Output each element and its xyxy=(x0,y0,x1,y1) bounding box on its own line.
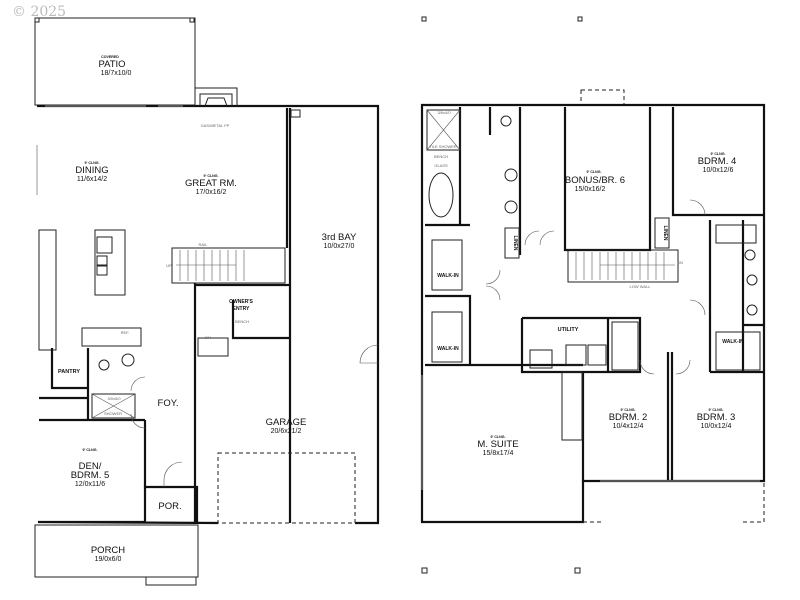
utility-walls xyxy=(520,316,642,374)
walk-in-label: WALK-IN xyxy=(437,346,459,352)
closet xyxy=(561,371,583,441)
up-label: UP xyxy=(166,263,172,268)
walk-in-label: WALK-IN xyxy=(437,273,459,279)
fireplace xyxy=(194,87,238,107)
ref-label: REF. xyxy=(121,330,130,335)
tile-shower xyxy=(426,109,461,151)
porch-dimensions: 19/0x6/0 xyxy=(95,556,122,563)
bedroom-walls xyxy=(581,352,764,481)
hall-bath-walls xyxy=(708,220,764,372)
bedroom-4-dimensions: 10/0x12/6 xyxy=(703,167,734,174)
down-label: DN xyxy=(677,260,683,265)
upper-floor-plan: 3/6x4/0 TILE SHOWER BENCH GLASS 9' CLNG.… xyxy=(420,16,766,574)
bedroom-4-label: BDRM. 4 xyxy=(698,156,737,167)
great-room-label: GREAT RM. xyxy=(185,178,237,189)
ceiling-note: 9' CLNG. xyxy=(490,435,505,439)
garage-dimensions: 20/6x21/2 xyxy=(271,428,302,435)
porch-label: PORCH xyxy=(91,545,125,556)
ceiling-note: 9' CLNG. xyxy=(620,408,635,412)
ceiling-note: 9' CLNG. xyxy=(82,448,97,452)
stairs xyxy=(567,249,679,283)
garage-door xyxy=(217,452,356,524)
ceiling-note: 9' CLNG. xyxy=(708,408,723,412)
garage-side-door xyxy=(359,344,379,364)
foyer-label: FOY. xyxy=(158,398,179,409)
garage-wall xyxy=(285,108,292,523)
low-wall-label: LOW WALL xyxy=(630,284,652,289)
third-bay-dimensions: 10/0x27/0 xyxy=(324,243,355,250)
walk-in-label: WALK-IN xyxy=(722,339,744,345)
bedroom-2-label: BDRM. 2 xyxy=(609,412,648,423)
walk-in-closet xyxy=(431,239,463,291)
master-suite-dimensions: 15/8x17/4 xyxy=(483,450,514,457)
patio-label: PATIO xyxy=(98,59,125,70)
ceiling-note: 9' CLNG. xyxy=(84,161,99,165)
shower-size: 3/0x5/0 xyxy=(107,396,121,401)
linen-closet xyxy=(504,227,520,259)
bedroom-3-dimensions: 10/0x12/4 xyxy=(701,423,732,430)
master-bath-walls xyxy=(425,107,583,367)
owners-entry-walls xyxy=(193,283,290,523)
pantry-bath-walls xyxy=(39,348,147,487)
tile-shower-size: 3/6x4/0 xyxy=(437,110,451,115)
refrigerator-cabinets xyxy=(81,327,142,347)
walk-in-closet xyxy=(715,331,761,371)
fireplace-label: GAS/METAL FP xyxy=(201,123,230,128)
third-bay-label: 3rd BAY xyxy=(322,232,357,243)
patio-dimensions: 18/7x10/0 xyxy=(101,70,132,77)
bedroom-3-label: BDRM. 3 xyxy=(697,412,736,423)
toilet xyxy=(98,359,110,371)
por-label: POR. xyxy=(158,501,181,512)
down-label: DN xyxy=(205,335,211,340)
den-dimensions: 12/0x11/6 xyxy=(75,481,105,488)
shower-label: SHOWER xyxy=(104,411,122,416)
dining-dimensions: 11/6x14/2 xyxy=(77,176,107,183)
master-suite-label: M. SUITE xyxy=(477,439,518,450)
kitchen-island xyxy=(94,229,126,296)
ceiling-note: 9' CLNG. xyxy=(710,152,725,156)
porch-outline xyxy=(34,524,199,578)
linen-label: LINEN xyxy=(662,226,668,241)
bathtub xyxy=(715,224,757,244)
den-label: DEN/ xyxy=(79,461,102,472)
ceiling-note: 9' CLNG. xyxy=(586,170,601,174)
pantry-label: PANTRY xyxy=(58,369,80,375)
glass-label: GLASS xyxy=(434,163,448,168)
tile-shower-label: TILE SHOWER xyxy=(429,144,457,149)
bathtub xyxy=(428,172,454,218)
bedroom-2-dimensions: 10/4x12/4 xyxy=(613,423,644,430)
copyright-watermark: © 2025 xyxy=(12,4,66,20)
linen-closet xyxy=(654,217,670,249)
utility-label: UTILITY xyxy=(558,327,579,333)
owners-entry-label: OWNER'S xyxy=(229,299,253,305)
bench-label: BENCH xyxy=(434,154,448,159)
shower xyxy=(91,393,136,419)
garage-label: GARAGE xyxy=(266,417,307,428)
bonus-label: BONUS/BR. 6 xyxy=(565,175,625,186)
kitchen-counter xyxy=(38,229,57,351)
rail-label: RAIL xyxy=(199,242,209,247)
linen-label: LINEN xyxy=(512,236,518,251)
owners-entry-label: ENTRY xyxy=(233,306,250,312)
patio-sub-label: COVERED xyxy=(101,55,119,59)
dining-label: DINING xyxy=(75,165,108,176)
ceiling-note: 9' CLNG. xyxy=(203,174,218,178)
toilet xyxy=(500,115,512,127)
main-floor-plan: COVERED PATIO 18/7x10/0 GAS/METAL FP 9' … xyxy=(34,17,380,586)
den-label: BDRM. 5 xyxy=(71,470,110,481)
sink xyxy=(121,353,135,367)
bench-label: BENCH xyxy=(235,319,249,324)
stairs xyxy=(171,247,286,284)
bonus-dimensions: 15/0x16/2 xyxy=(575,186,606,193)
walk-in-closet xyxy=(431,311,463,363)
great-room-dimensions: 17/0x16/2 xyxy=(196,189,227,196)
